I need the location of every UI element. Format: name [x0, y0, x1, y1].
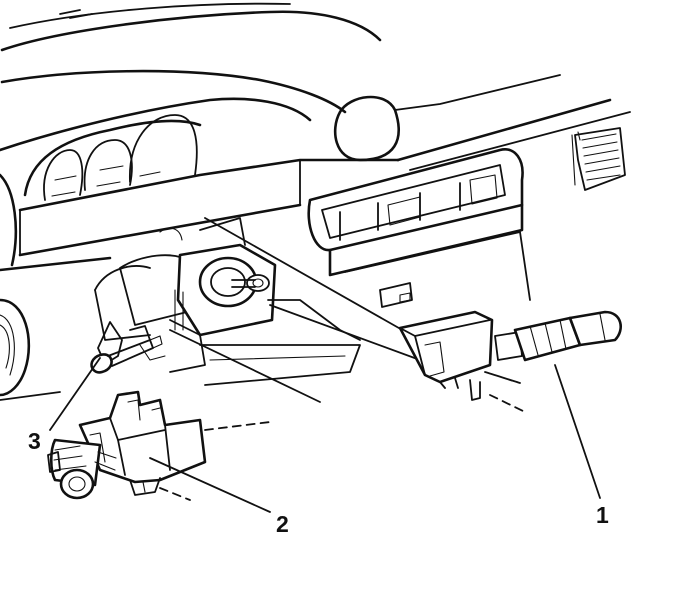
right-vent [571, 127, 626, 191]
projection-lines [169, 217, 421, 403]
callout-1: 1 [596, 502, 609, 528]
center-console [307, 148, 531, 308]
leader-lines [49, 357, 601, 513]
part-1-switch [398, 310, 623, 401]
dashed-alignment-lines [159, 394, 526, 501]
left-dash-corner [0, 173, 112, 401]
leader-line-3 [49, 357, 101, 431]
callout-3: 3 [28, 428, 41, 454]
leader-line-2 [149, 457, 271, 513]
callout-2: 2 [276, 511, 289, 537]
leader-line-1 [554, 364, 601, 499]
part-3-tool [90, 321, 166, 374]
part-2-switch [47, 390, 207, 500]
dashboard-panel [0, 2, 631, 257]
steering-column [94, 217, 361, 386]
gauge-cluster [43, 114, 198, 201]
